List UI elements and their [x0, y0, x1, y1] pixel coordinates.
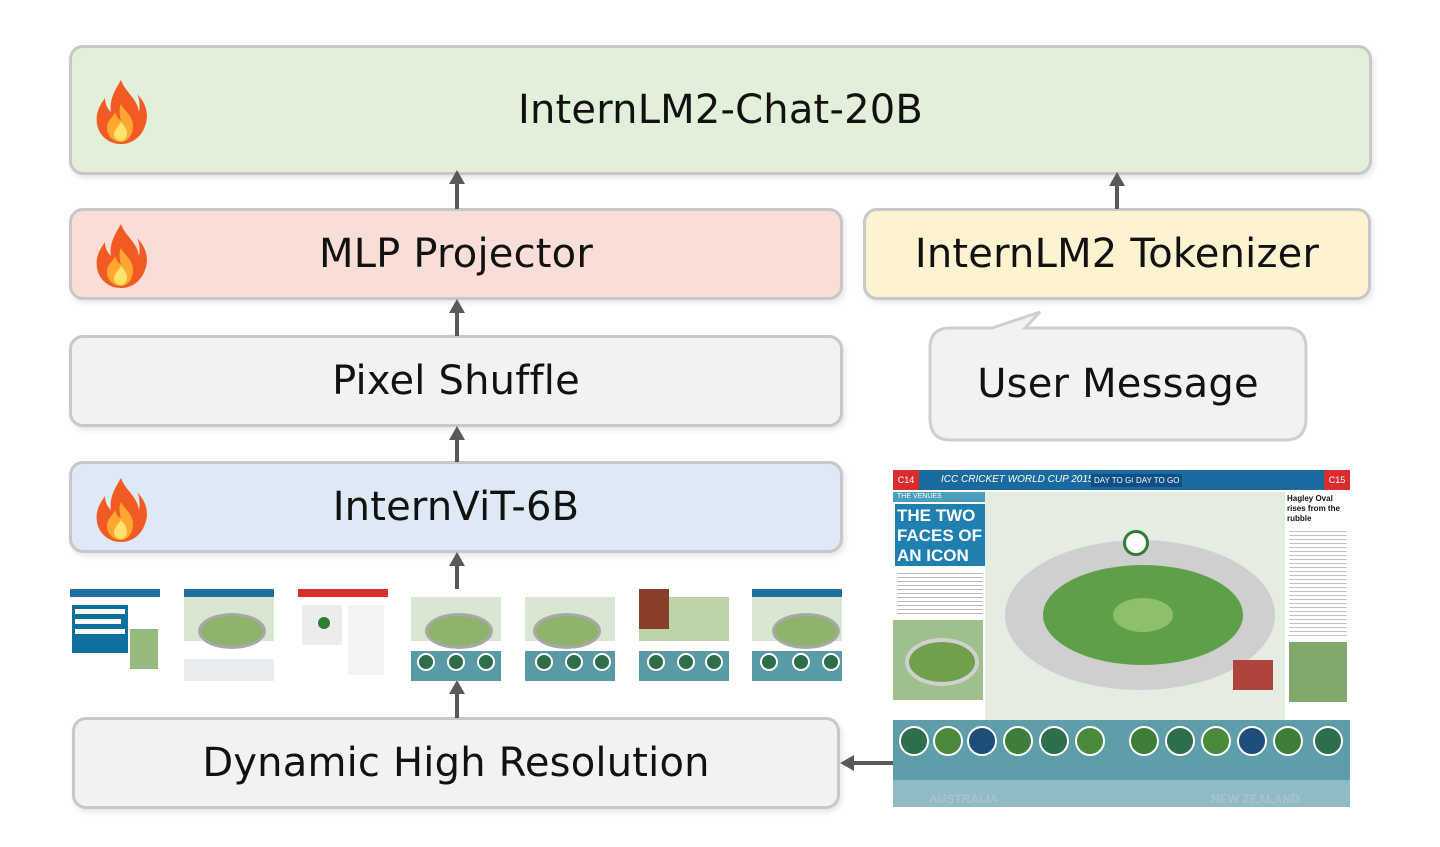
image-tile: [184, 589, 274, 681]
image-tile: [70, 589, 160, 681]
vit-box: InternViT-6B: [69, 461, 843, 553]
dynamic-resolution-label: Dynamic High Resolution: [202, 740, 710, 786]
poster-tag-left: DAY TO GO: [1091, 474, 1141, 487]
arrow-tokenizer-to-llm: [1109, 172, 1125, 209]
poster-region-right: NEW ZEALAND: [1211, 792, 1300, 806]
tokenizer-label: InternLM2 Tokenizer: [914, 231, 1320, 277]
image-tile: [298, 589, 388, 681]
image-tile: [525, 589, 615, 681]
image-tile: [639, 589, 729, 681]
poster-tag-right: DAY TO GO: [1133, 474, 1183, 487]
image-tile: [411, 589, 501, 681]
arrow-shuffle-to-projector: [449, 299, 465, 336]
arrow-projector-to-llm: [449, 170, 465, 209]
poster-page-right: C15: [1324, 470, 1350, 490]
user-message-label: User Message: [977, 361, 1259, 407]
arrow-image-to-dynamic: [840, 755, 894, 771]
arrow-vit-to-shuffle: [449, 426, 465, 462]
poster-event-title: ICC CRICKET WORLD CUP 2015: [941, 474, 1094, 485]
fire-icon: [96, 478, 147, 542]
vit-label: InternViT-6B: [332, 484, 580, 530]
llm-label: InternLM2-Chat-20B: [517, 87, 924, 133]
user-message-bubble: [928, 310, 1308, 442]
poster-page-left: C14: [893, 470, 919, 490]
input-image: C14 C15 ICC CRICKET WORLD CUP 2015 DAY T…: [893, 470, 1350, 807]
mlp-projector-label: MLP Projector: [318, 231, 593, 277]
poster-section: THE VENUES: [893, 492, 987, 502]
mlp-projector-box: MLP Projector: [69, 208, 843, 300]
poster-headline: THE TWO FACES OF AN ICON: [895, 504, 985, 566]
poster-region-left: AUSTRALIA: [929, 792, 999, 806]
arrow-dynamic-to-vit: [449, 552, 465, 590]
tokenizer-box: InternLM2 Tokenizer: [863, 208, 1371, 300]
pixel-shuffle-box: Pixel Shuffle: [69, 335, 843, 427]
llm-box: InternLM2-Chat-20B: [69, 45, 1372, 175]
image-tile: [752, 589, 842, 681]
fire-icon: [96, 224, 147, 288]
pixel-shuffle-label: Pixel Shuffle: [332, 358, 580, 404]
dynamic-resolution-box: Dynamic High Resolution: [72, 717, 840, 809]
arrow-dynamic-up: [449, 680, 465, 718]
poster-side-title: Hagley Oval rises from the rubble: [1287, 494, 1340, 523]
user-message-label-wrap: User Message: [930, 328, 1306, 440]
fire-icon: [96, 80, 147, 144]
